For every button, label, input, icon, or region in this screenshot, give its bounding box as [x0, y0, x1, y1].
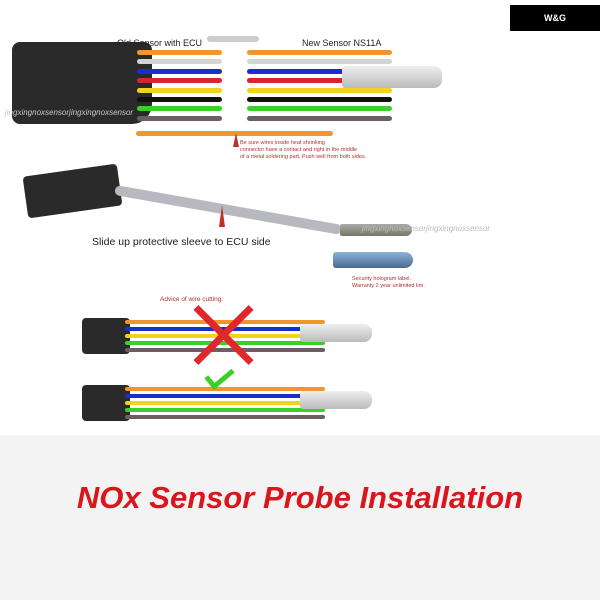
old-sensor-wire	[137, 106, 222, 112]
page-title: NOx Sensor Probe Installation	[76, 480, 524, 515]
new-sensor-wire	[247, 68, 392, 74]
old-sensor-wire	[137, 87, 222, 93]
wire	[125, 415, 325, 419]
note-line: connector have a contact and right in th…	[240, 147, 358, 153]
note-line: Security hologram label.	[352, 276, 412, 282]
note-line: of a metal soldering part. Push well fro…	[240, 154, 367, 160]
new-sensor-wire	[247, 87, 392, 93]
note-line: Be sure wires inside heat shrinking	[240, 140, 325, 146]
hologram-note: Security hologram label. Warranty 2 year…	[352, 276, 425, 290]
ecu-thumbnail	[82, 318, 130, 354]
old-sensor-label: Old Sensor with ECU	[117, 38, 203, 48]
watermark: jingxingnoxsensorjingxingnoxsensor	[362, 224, 491, 233]
harness-cable	[114, 185, 343, 235]
wire	[125, 387, 325, 391]
new-sensor-wire	[247, 50, 392, 55]
sleeve-note: Slide up protective sleeve to ECU side	[92, 236, 271, 248]
arrow-marker	[233, 133, 239, 147]
watermark: jingxingnoxsensorjingxingnoxsensor	[5, 108, 134, 117]
old-sensor-probe-image	[340, 224, 412, 236]
caption-area	[0, 435, 600, 600]
solder-note: Be sure wires inside heat shrinking conn…	[240, 140, 366, 161]
wire	[125, 320, 325, 324]
heat-shrink-connector	[207, 36, 259, 42]
new-sensor-label: New Sensor NS11A	[302, 38, 382, 48]
old-sensor-wire	[137, 59, 222, 65]
old-sensor-wire	[137, 50, 222, 55]
brand-logo: W&G	[510, 5, 600, 31]
new-sensor-wire	[247, 78, 392, 84]
old-sensor-wire	[137, 97, 222, 102]
sensor-probe-thumbnail	[300, 324, 372, 342]
new-sensor-wire	[247, 59, 392, 65]
new-sensor-blue-probe-image	[333, 252, 413, 268]
wire	[125, 341, 325, 345]
wire	[125, 401, 325, 405]
ecu-harness-image	[22, 163, 123, 219]
new-sensor-wire	[247, 97, 392, 102]
old-sensor-wire	[137, 115, 222, 121]
old-sensor-wire	[137, 78, 222, 84]
wire	[125, 394, 325, 398]
advice-label: Advice of wire cutting:	[160, 296, 224, 303]
new-sensor-wire	[247, 106, 392, 112]
sensor-probe-thumbnail	[300, 391, 372, 409]
arrow-marker	[219, 205, 225, 227]
wire	[125, 348, 325, 352]
wire	[125, 408, 325, 412]
new-sensor-wire	[247, 115, 392, 121]
old-sensor-wire	[137, 68, 222, 74]
new-sensor-probe-image	[342, 66, 442, 88]
ecu-thumbnail	[82, 385, 130, 421]
logo-text: W&G	[544, 13, 566, 23]
wrong-x-icon	[188, 300, 258, 370]
note-line: Warranty 2 year unlimited km.	[352, 283, 425, 289]
old-ecu-image	[12, 42, 152, 124]
